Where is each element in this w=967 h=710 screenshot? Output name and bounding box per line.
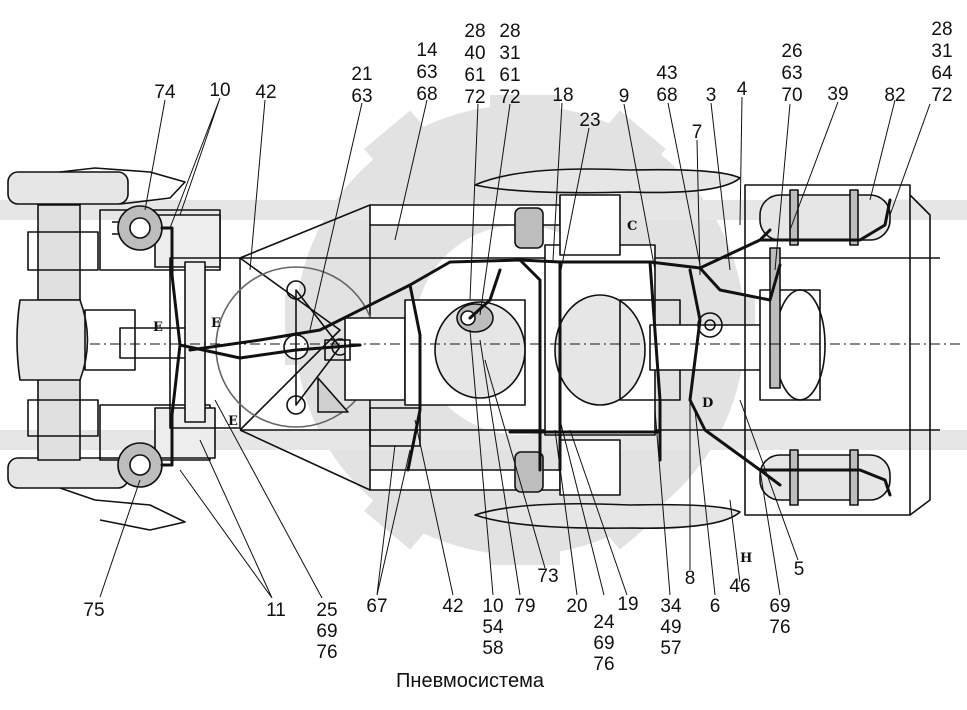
callout-20: 20 [566,596,587,617]
section-mark-h: H [740,551,752,566]
section-mark-e2: E [211,316,221,331]
transmission [544,244,826,436]
air-receiver-lower [759,449,891,506]
callout-8: 8 [685,568,696,589]
callout-82: 82 [884,85,905,106]
callout-4: 4 [737,79,748,100]
callout-7: 7 [692,122,703,143]
chassis [7,167,960,531]
callout-67: 67 [366,596,387,617]
section-mark-e3: E [228,414,238,429]
callout-5: 5 [794,559,805,580]
callout-79: 79 [514,596,535,617]
callout-18: 18 [552,85,573,106]
callout-6: 6 [710,596,721,617]
diagram-caption: Пневмосистема [396,670,544,692]
callout-19: 19 [617,594,638,615]
callout-42-top: 42 [255,82,276,103]
callout-46: 46 [729,576,750,597]
callout-73: 73 [537,566,558,587]
callout-3: 3 [706,85,717,106]
callout-9: 9 [619,86,630,107]
callout-39: 39 [827,84,848,105]
callout-74: 74 [154,82,176,103]
leader-lines [99,96,931,599]
callout-75: 75 [83,600,104,621]
pneumatic-lines [160,198,892,497]
callout-10-top: 10 [209,80,230,101]
engine-block [317,299,526,447]
section-mark-e1: E [153,320,163,335]
section-mark-d: D [702,396,713,411]
callout-42-bottom: 42 [442,596,463,617]
callout-11: 11 [266,600,286,621]
callout-23: 23 [579,110,600,131]
section-mark-c: C [627,219,637,234]
air-receiver-upper [759,189,891,246]
front-brake-chamber-left [112,205,163,251]
front-axle [7,167,221,531]
